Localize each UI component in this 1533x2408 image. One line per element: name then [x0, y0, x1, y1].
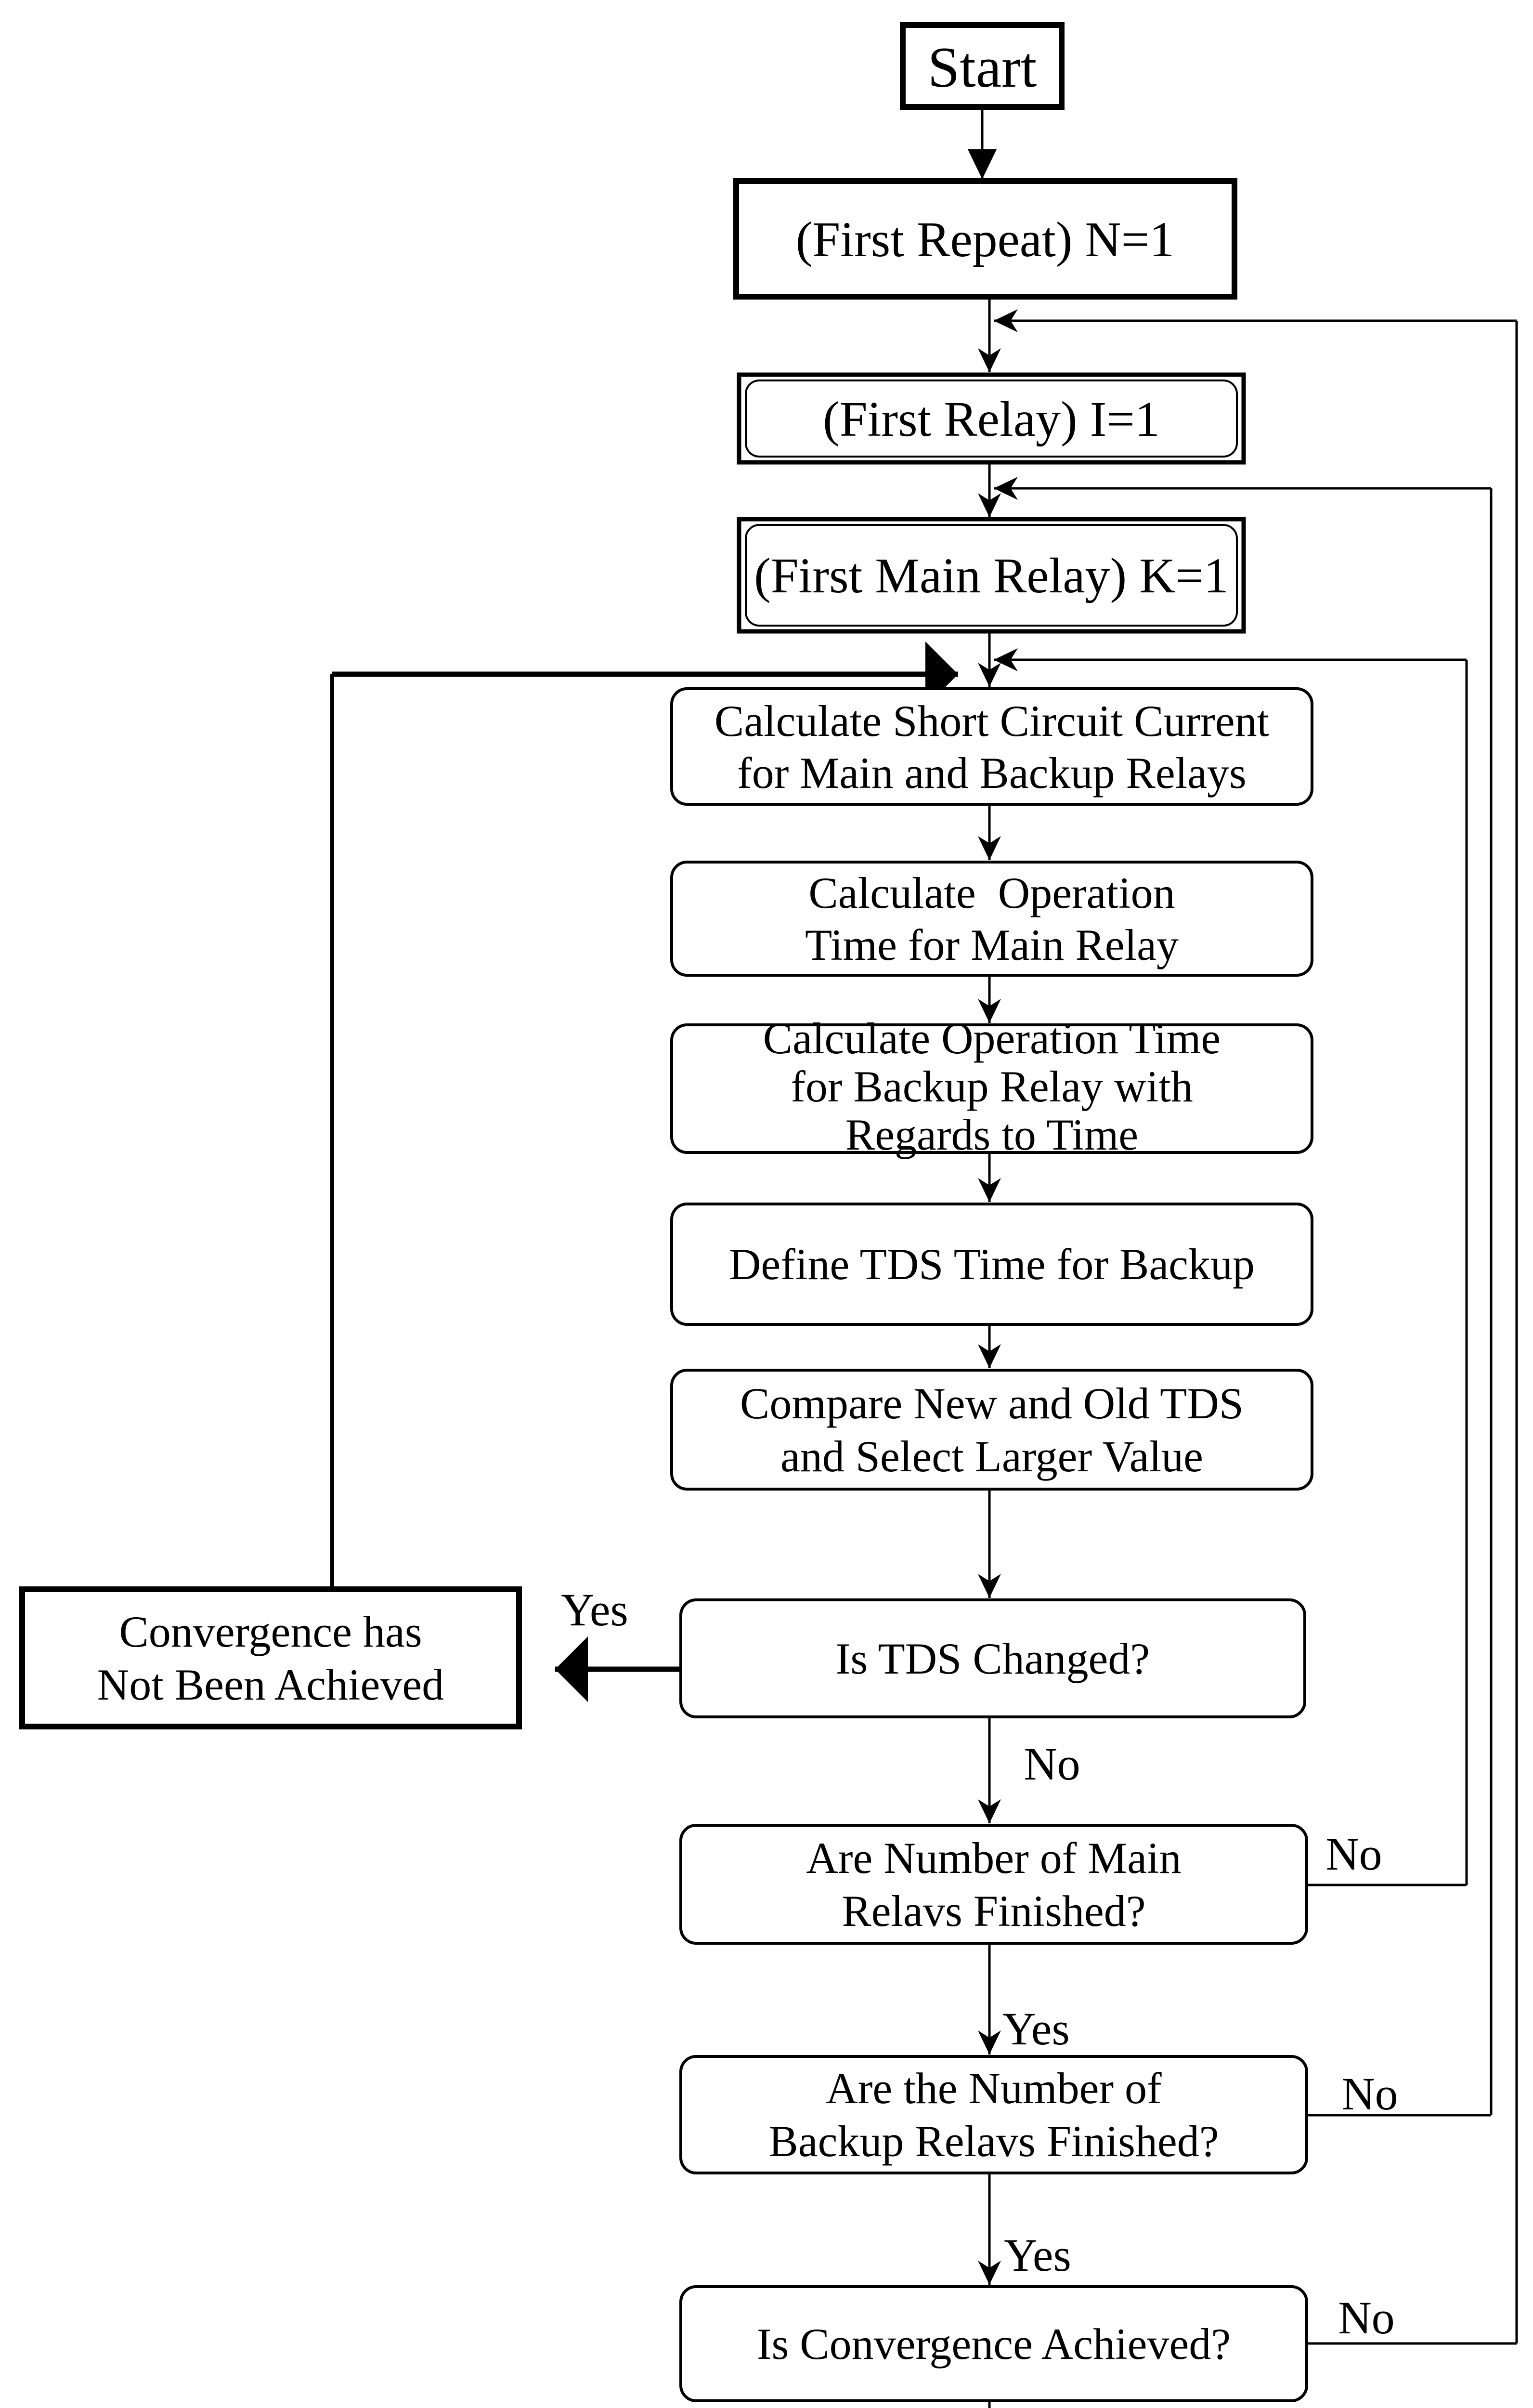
node-is-tds-changed-label: Is TDS Changed?	[836, 1634, 1150, 1683]
node-main-relays-finished: Are Number of Main Relavs Finished?	[679, 1824, 1308, 1945]
edge-label-backup-relays-no: No	[1341, 2068, 1398, 2120]
node-main-relays-finished-label-line1: Are Number of Main	[806, 1833, 1181, 1883]
node-is-tds-changed-box	[679, 1598, 1306, 1718]
node-main-relays-finished-label-line2: Relavs Finished?	[842, 1886, 1145, 1936]
node-first-main-relay-label: (First Main Relay) K=1	[754, 548, 1229, 603]
edge-label-tds-changed-no: No	[1024, 1738, 1080, 1790]
node-compare-tds-box	[670, 1369, 1313, 1491]
node-start-box	[900, 22, 1065, 110]
node-convergence-not-achieved-label-line2: Not Been Achieved	[97, 1660, 444, 1709]
node-first-main-relay: (First Main Relay) K=1	[737, 517, 1246, 634]
node-calc-short-circuit: Calculate Short Circuit Current for Main…	[670, 687, 1313, 806]
node-calc-op-backup-label-line2: for Backup Relay with	[791, 1062, 1193, 1111]
edge-label-main-relays-yes: Yes	[1002, 2003, 1070, 2055]
node-define-tds: Define TDS Time for Backup	[670, 1203, 1313, 1326]
node-calc-op-backup-box	[670, 1023, 1313, 1154]
node-backup-relays-finished-label-line1: Are the Number of	[826, 2064, 1162, 2113]
node-define-tds-label: Define TDS Time for Backup	[729, 1240, 1255, 1289]
node-first-repeat-label: (First Repeat) N=1	[796, 212, 1175, 267]
node-first-relay-label: (First Relay) I=1	[823, 392, 1160, 447]
node-convergence-not-achieved: Convergence has Not Been Achieved	[19, 1586, 522, 1729]
node-first-relay-box	[737, 372, 1246, 465]
node-first-main-relay-inner-border	[745, 524, 1238, 627]
node-first-main-relay-box	[737, 517, 1246, 634]
node-first-repeat-box	[733, 178, 1237, 300]
node-is-tds-changed: Is TDS Changed?	[679, 1598, 1306, 1718]
node-compare-tds-label-line1: Compare New and Old TDS	[740, 1379, 1244, 1428]
node-calc-op-backup: Calculate Operation Time for Backup Rela…	[670, 1014, 1313, 1159]
node-define-tds-box	[670, 1203, 1313, 1326]
edge-label-tds-changed-yes: Yes	[561, 1584, 628, 1636]
node-backup-relays-finished-label-line2: Backup Relavs Finished?	[768, 2117, 1219, 2166]
node-calc-op-main-box	[670, 861, 1313, 977]
node-is-convergence-achieved: Is Convergence Achieved?	[679, 2285, 1308, 2402]
node-convergence-not-achieved-label-line1: Convergence has	[119, 1607, 422, 1656]
node-compare-tds: Compare New and Old TDS and Select Large…	[670, 1369, 1313, 1491]
node-start-label: Start	[928, 35, 1037, 99]
node-convergence-not-achieved-box	[19, 1586, 522, 1729]
edge-label-backup-relays-yes: Yes	[1004, 2229, 1071, 2281]
node-backup-relays-finished: Are the Number of Backup Relavs Finished…	[679, 2055, 1308, 2174]
edge-label-main-relays-no: No	[1325, 1828, 1382, 1880]
node-first-repeat: (First Repeat) N=1	[733, 178, 1237, 300]
node-calc-short-circuit-label-line1: Calculate Short Circuit Current	[715, 696, 1270, 746]
node-first-relay-inner-border	[745, 380, 1238, 458]
node-calc-short-circuit-label-line2: for Main and Backup Relays	[737, 748, 1247, 798]
node-calc-op-main-label-line2: Time for Main Relay	[805, 920, 1179, 969]
node-calc-op-main: Calculate Operation Time for Main Relay	[670, 861, 1313, 977]
node-first-relay: (First Relay) I=1	[737, 372, 1246, 465]
node-is-convergence-achieved-box	[679, 2285, 1308, 2402]
node-backup-relays-finished-box	[679, 2055, 1308, 2174]
node-calc-op-main-label-line1: Calculate Operation	[808, 868, 1175, 917]
node-start: Start	[900, 22, 1065, 110]
node-calc-op-backup-label-line3: Regards to Time	[845, 1110, 1138, 1159]
node-is-convergence-achieved-label: Is Convergence Achieved?	[757, 2319, 1231, 2369]
node-calc-short-circuit-box	[670, 687, 1313, 806]
node-calc-op-backup-label-line1: Calculate Operation Time	[763, 1014, 1221, 1063]
edge-label-convergence-no: No	[1338, 2292, 1394, 2343]
node-compare-tds-label-line2: and Select Larger Value	[780, 1432, 1203, 1481]
node-main-relays-finished-box	[679, 1824, 1308, 1945]
